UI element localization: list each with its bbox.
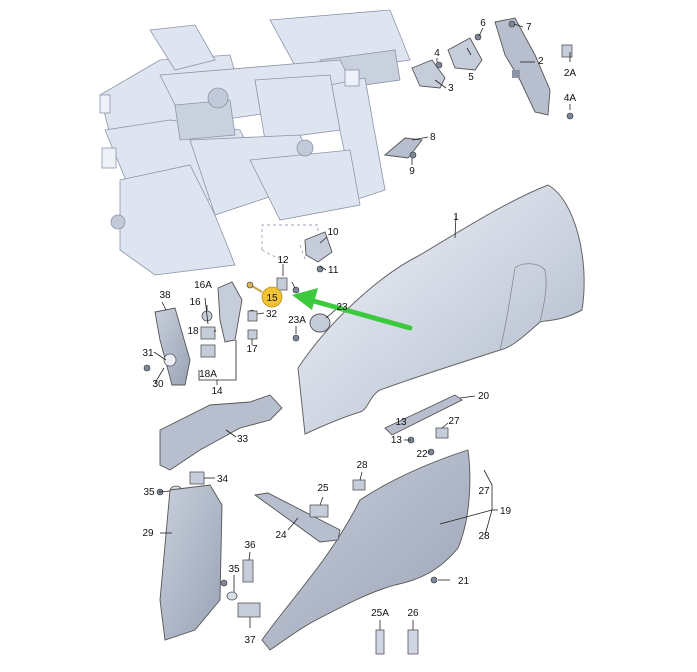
grommet-23 <box>309 313 331 333</box>
bracket-10 <box>304 231 333 263</box>
callout-4a: 4A <box>564 93 577 104</box>
callout-29: 29 <box>142 528 154 539</box>
bolt-25a <box>375 629 385 655</box>
callout-35b: 35 <box>228 564 240 575</box>
clip-27 <box>435 427 449 439</box>
highlight-arrow <box>292 288 413 331</box>
callout-1: 1 <box>453 212 459 223</box>
bracket-24 <box>253 492 341 543</box>
callout-6: 6 <box>480 18 486 29</box>
callout-labels: 1 2 2A 3 4 4A 5 6 7 8 9 10 11 12 13 14 1… <box>142 18 576 646</box>
callout-36: 36 <box>244 540 256 551</box>
callout-27: 27 <box>478 486 490 497</box>
callout-18: 18 <box>187 326 199 337</box>
hinge-bracket-2 <box>494 17 551 116</box>
callout-28: 28 <box>478 531 490 542</box>
clip-36 <box>242 559 254 583</box>
callout-16a: 16A <box>194 280 212 291</box>
bracket-8 <box>383 137 423 159</box>
callout-30: 30 <box>152 379 164 390</box>
clip-25 <box>309 504 329 518</box>
wheelhouse-liner <box>261 449 471 651</box>
clip-32 <box>247 310 258 340</box>
callout-8: 8 <box>430 132 436 143</box>
callout-27b: 27 <box>448 416 460 427</box>
callout-20: 20 <box>478 391 490 402</box>
trim-strip-20 <box>384 394 463 436</box>
highlighted-screw-15 <box>246 281 263 293</box>
callout-10: 10 <box>327 227 339 238</box>
callout-35: 35 <box>143 487 155 498</box>
clip-18 <box>200 326 216 358</box>
callout-14: 14 <box>211 386 223 397</box>
clip-34 <box>189 471 205 485</box>
callout-37: 37 <box>244 635 256 646</box>
callout-2: 2 <box>538 56 544 67</box>
callout-33: 33 <box>237 434 249 445</box>
body-frame <box>99 9 411 276</box>
pillar-29 <box>159 484 223 641</box>
callout-31: 31 <box>142 348 154 359</box>
callout-13: 13 <box>391 435 403 446</box>
callout-9: 9 <box>409 166 415 177</box>
callout-5: 5 <box>468 72 474 83</box>
callout-3: 3 <box>448 83 454 94</box>
callout-28b: 28 <box>356 460 368 471</box>
callout-38: 38 <box>159 290 171 301</box>
callout-22: 22 <box>416 449 428 460</box>
fender <box>297 184 585 435</box>
callout-21: 21 <box>458 576 470 587</box>
bracket-12 <box>276 277 288 291</box>
callout-11: 11 <box>328 265 339 276</box>
callout-34: 34 <box>217 474 229 485</box>
bracket-14 <box>217 281 243 343</box>
clip-2a <box>561 44 573 58</box>
clip-28 <box>352 479 366 491</box>
panel-38 <box>154 307 191 386</box>
clip-37 <box>237 602 261 618</box>
bolt-26 <box>407 629 419 655</box>
callout-23a: 23A <box>288 315 306 326</box>
callout-12: 12 <box>277 255 289 266</box>
callout-25: 25 <box>317 483 329 494</box>
callout-19: 19 <box>500 506 512 517</box>
callout-2a: 2A <box>564 68 577 79</box>
bracket-5 <box>447 37 483 71</box>
callout-23: 23 <box>336 302 348 313</box>
callout-26: 26 <box>407 608 419 619</box>
callout-13b: 13 <box>395 417 407 428</box>
callout-17: 17 <box>246 344 258 355</box>
plug-35b <box>226 591 238 601</box>
callout-15: 15 <box>266 293 278 304</box>
callout-4: 4 <box>434 48 440 59</box>
panel-33 <box>159 394 283 471</box>
callout-7: 7 <box>526 22 532 33</box>
callout-25a: 25A <box>371 608 389 619</box>
highlight-badge-15: 15 <box>261 286 283 308</box>
callout-24: 24 <box>275 530 287 541</box>
callout-16: 16 <box>189 297 201 308</box>
leader-lines <box>153 23 571 630</box>
callout-32: 32 <box>266 309 278 320</box>
callout-18a: 18A <box>199 369 217 380</box>
